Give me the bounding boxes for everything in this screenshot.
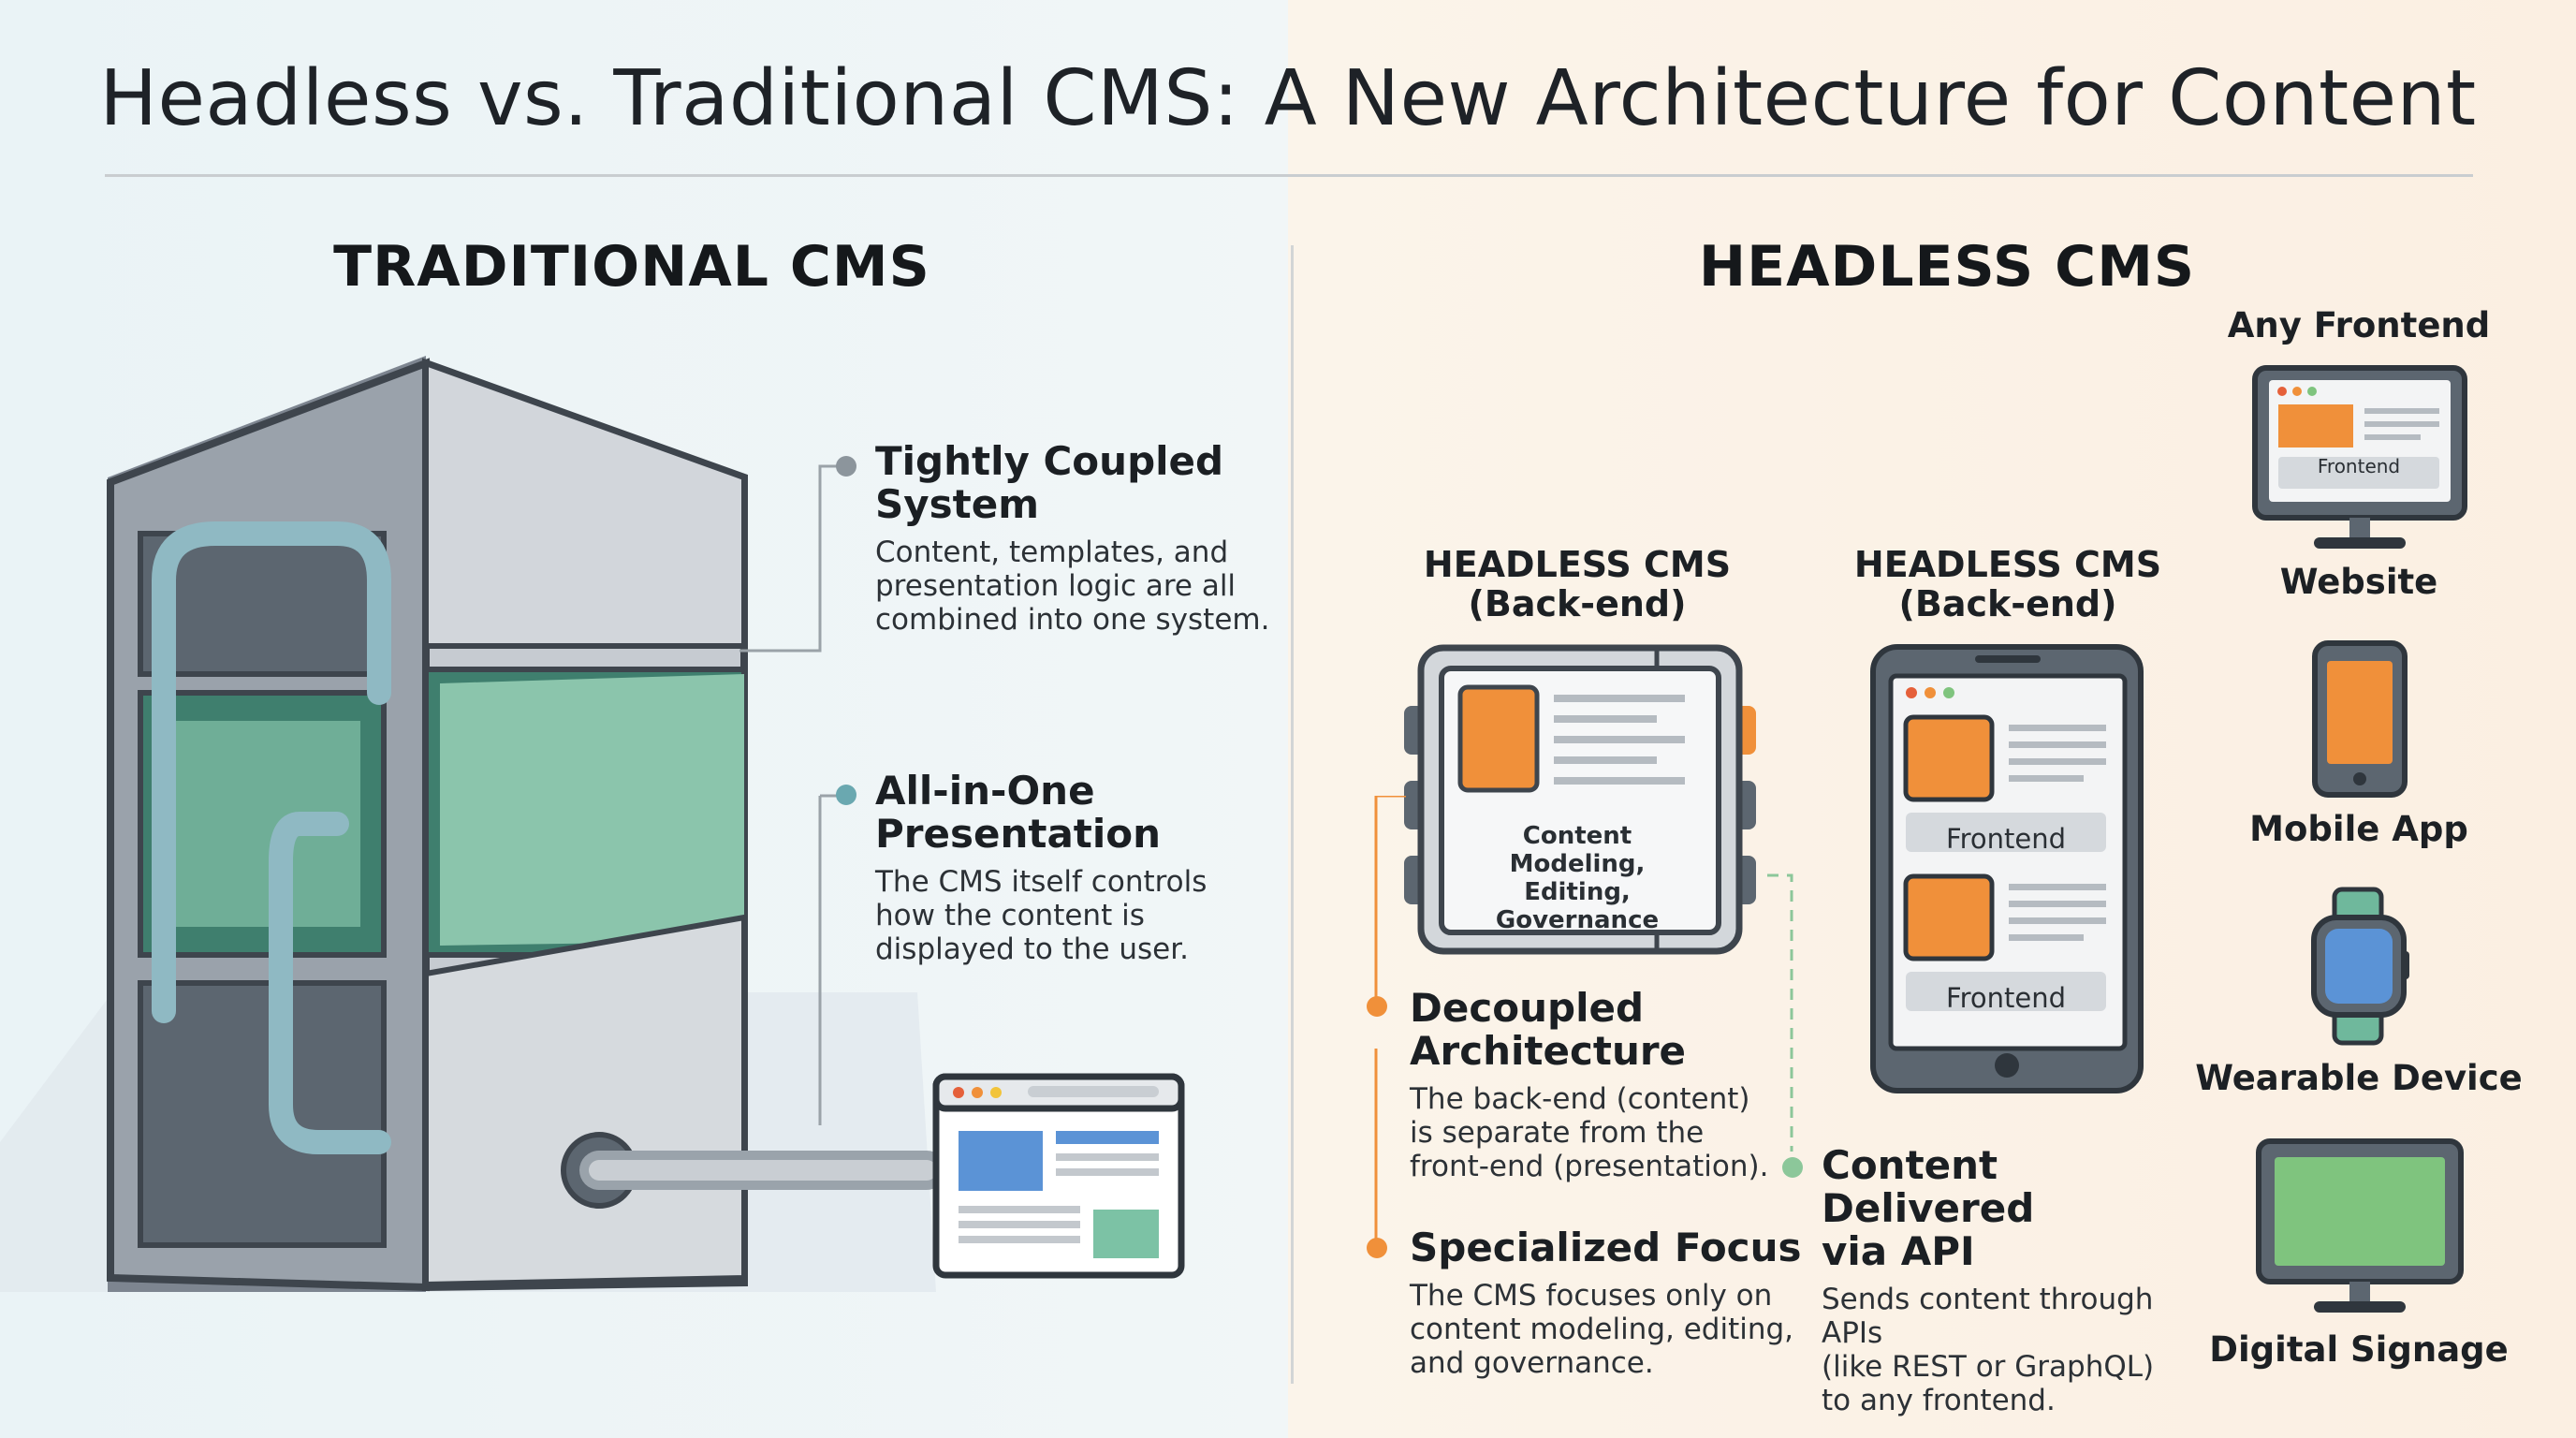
backend-title-line: (Back-end) xyxy=(1468,583,1687,624)
tablet-frontend-label: Frontend xyxy=(1946,982,2066,1014)
desktop-monitor-icon xyxy=(2252,365,2467,549)
headless-heading: HEADLESS CMS xyxy=(1698,234,2196,300)
callout-desc: to any frontend. xyxy=(1822,1384,2056,1417)
backend-title-line: (Back-end) xyxy=(1898,583,2117,624)
callout-bullet xyxy=(836,785,856,805)
callout-desc: The back-end (content) xyxy=(1410,1082,1750,1116)
browser-window-icon xyxy=(932,1073,1185,1279)
callout-content-api: Content Delivered via API Sends content … xyxy=(1822,1142,2215,1418)
device-label-wearable: Wearable Device xyxy=(2195,1058,2523,1098)
callout-title: Decoupled xyxy=(1410,985,1645,1031)
callout-desc: The CMS focuses only on xyxy=(1410,1279,1773,1313)
callout-desc: The CMS itself controls xyxy=(875,865,1208,899)
callout-desc: content modeling, editing, xyxy=(1410,1313,1794,1346)
backend-b-title: HEADLESS CMS (Back-end) xyxy=(1816,545,2200,624)
callout-desc: combined into one system. xyxy=(875,603,1270,637)
callout-all-in-one: All-in-One Presentation The CMS itself c… xyxy=(875,768,1278,967)
callout-desc: how the content is xyxy=(875,899,1145,932)
callout-title: via API xyxy=(1822,1228,1975,1274)
callout-title: Presentation xyxy=(875,811,1162,857)
smartwatch-icon xyxy=(2311,887,2409,1046)
backend-a-screen-text: Content Modeling, Editing, Governance xyxy=(1460,822,1694,934)
smartphone-icon xyxy=(2312,640,2408,798)
callout-desc: (like REST or GraphQL) xyxy=(1822,1350,2155,1384)
monitor-frontend-label: Frontend xyxy=(2317,455,2401,477)
title-divider xyxy=(105,174,2473,177)
tablet-icon xyxy=(1870,644,2144,1093)
page-title: Headless vs. Traditional CMS: A New Arch… xyxy=(99,54,2477,143)
callout-title: Delivered xyxy=(1822,1185,2035,1231)
callout-title: Tightly Coupled xyxy=(875,438,1224,484)
screen-text-line: Governance xyxy=(1495,906,1660,934)
callout-specialized-focus: Specialized Focus The CMS focuses only o… xyxy=(1410,1225,1803,1381)
callout-title: Specialized Focus xyxy=(1410,1225,1802,1270)
callout-desc: Sends content through APIs xyxy=(1822,1283,2154,1350)
callout-bullet xyxy=(1782,1157,1803,1178)
callout-desc: and governance. xyxy=(1410,1346,1654,1380)
callout-desc: is separate from the xyxy=(1410,1116,1705,1150)
center-divider xyxy=(1291,245,1294,1384)
backend-title-line: HEADLESS CMS xyxy=(1423,544,1732,585)
backend-title-line: HEADLESS CMS xyxy=(1853,544,2162,585)
callout-title: Architecture xyxy=(1410,1028,1687,1074)
callout-title: Content xyxy=(1822,1142,1998,1188)
any-frontend-label: Any Frontend xyxy=(2227,305,2491,345)
callout-desc: front-end (presentation). xyxy=(1410,1150,1769,1183)
screen-text-line: Content Modeling, xyxy=(1509,822,1646,878)
headless-callout-connectors xyxy=(1374,796,1793,1245)
callout-bullet xyxy=(836,456,856,477)
callout-desc: presentation logic are all xyxy=(875,569,1237,603)
device-label-website: Website xyxy=(2279,562,2438,602)
callout-title: System xyxy=(875,481,1039,527)
backend-a-title: HEADLESS CMS (Back-end) xyxy=(1385,545,1769,624)
device-label-signage: Digital Signage xyxy=(2209,1329,2509,1370)
monolith-server-icon xyxy=(0,356,1185,1292)
callout-title: All-in-One xyxy=(875,768,1095,814)
callout-desc: Content, templates, and xyxy=(875,536,1229,569)
traditional-heading: TRADITIONAL CMS xyxy=(333,234,930,300)
tablet-frontend-label: Frontend xyxy=(1946,823,2066,855)
signage-display-icon xyxy=(2256,1138,2464,1313)
device-label-mobile: Mobile App xyxy=(2249,809,2468,849)
cms-backend-server-icon xyxy=(1404,644,1756,955)
callout-tightly-coupled: Tightly Coupled System Content, template… xyxy=(875,438,1278,638)
callout-desc: displayed to the user. xyxy=(875,932,1190,966)
callout-bullet xyxy=(1367,996,1387,1017)
callout-bullet xyxy=(1367,1238,1387,1258)
callout-decoupled: Decoupled Architecture The back-end (con… xyxy=(1410,985,1803,1184)
screen-text-line: Editing, xyxy=(1524,878,1631,906)
